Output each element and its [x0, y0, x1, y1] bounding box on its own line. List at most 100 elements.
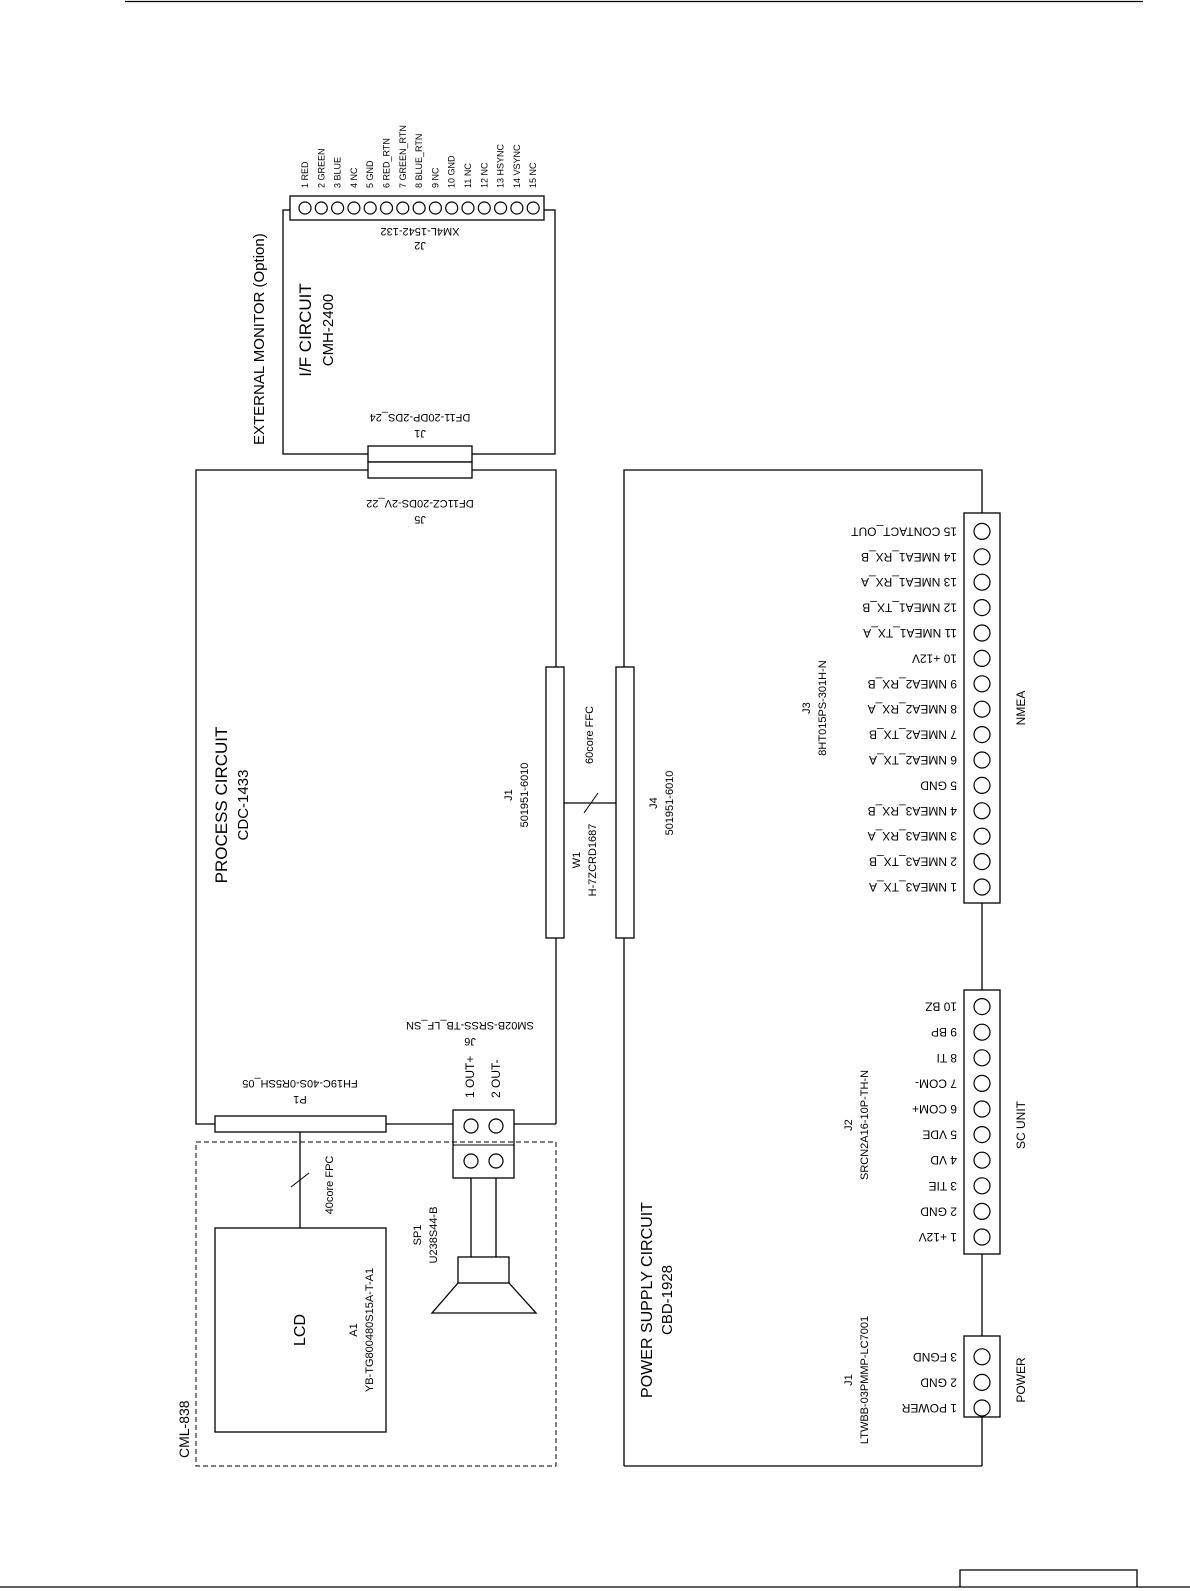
- cable-w1: 60core FFC W1 H-7ZCRD1687: [564, 706, 616, 896]
- if-j2-pin: [428, 201, 442, 215]
- if-j1-part: DF11-20DP-2DS_24: [370, 411, 471, 423]
- j1-pin-label: 1 POWER: [901, 1401, 957, 1415]
- power-j1-part: LTWBB-03PMMP-LC7001: [859, 1316, 871, 1444]
- power-j1-label: POWER: [1014, 1357, 1028, 1403]
- j2-pin-label: 7 COM-: [915, 1076, 957, 1090]
- power-supply-block: J4 501951-6010 POWER SUPPLY CIRCUIT CBD-…: [615, 469, 1028, 1467]
- if-j2-pin-label: 3 BLUE: [333, 157, 343, 188]
- if-j2-pin: [379, 201, 394, 215]
- j3-pin-labels: 1 NMEA3_TX_A2 NMEA3_TX_B3 NMEA3_RX_A4 NM…: [851, 524, 957, 894]
- j2-pin-label: 9 BP: [931, 1025, 957, 1039]
- j3-pin-label: 13 NMEA1_RX_A: [861, 575, 957, 589]
- power-j3-ref: J3: [801, 702, 813, 714]
- if-j1-connector: [367, 445, 473, 463]
- if-j2-pin-label: 1 RED: [300, 161, 310, 188]
- j2-pin: [973, 1100, 991, 1118]
- j1-pin: [973, 1348, 991, 1366]
- if-j2-pin: [396, 201, 410, 215]
- w1-ref: W1: [571, 852, 583, 869]
- j2-pin: [973, 1177, 991, 1195]
- j3-pin: [973, 649, 991, 668]
- process-j5-ref: J5: [414, 513, 426, 525]
- lcd-label: LCD: [292, 1314, 309, 1346]
- power-j4-connector: [615, 666, 635, 939]
- if-j2-pin-label: 13 HSYNC: [496, 143, 506, 188]
- process-board-outline-left: [195, 469, 368, 1125]
- j6-pin-1: [463, 1118, 479, 1134]
- power-j2-part: SRCN2A16-10P-TH-N: [859, 1070, 871, 1180]
- if-j2-pin-label: 6 RED_RTN: [382, 138, 392, 188]
- speaker-part: U238S44-B: [428, 1207, 440, 1264]
- if-j2-pin: [510, 201, 524, 215]
- process-j1-connector: [545, 666, 565, 939]
- j3-pin-label: 3 NMEA3_RX_A: [868, 829, 957, 843]
- j3-pin-label: 6 NMEA2_TX_A: [869, 753, 957, 767]
- process-p1-connector: [214, 1115, 387, 1133]
- if-j2-pin: [494, 201, 508, 215]
- j3-pin-label: 2 NMEA3_TX_B: [869, 855, 957, 869]
- process-j5-part: DF11CZ-20DS-2V_22: [366, 497, 473, 509]
- process-board-name: PROCESS CIRCUIT: [212, 727, 231, 884]
- process-p1-part: FH19C-40S-0R5SH_05: [242, 1077, 358, 1089]
- if-j1-ref: J1: [414, 427, 426, 439]
- if-j2-pins: [298, 201, 540, 215]
- power-j2-ref: J2: [843, 1119, 855, 1131]
- j2-pin-label: 5 VDE: [922, 1128, 957, 1142]
- process-j1-part: 501951-6010: [519, 763, 531, 828]
- j3-pin-label: 12 NMEA1_TX_B: [862, 601, 957, 615]
- speaker-ref: SP1: [412, 1225, 424, 1246]
- power-j2-label: SC UNIT: [1014, 1100, 1028, 1149]
- j3-pin: [973, 802, 991, 820]
- if-j2-pin-label: 7 GREEN_RTN: [398, 125, 408, 188]
- if-j2-pin-label: 5 GND: [365, 160, 375, 188]
- j3-pins: [973, 522, 991, 896]
- if-j2-pin: [526, 201, 540, 215]
- process-p1-ref: P1: [293, 1093, 306, 1105]
- j1-pin: [973, 1399, 991, 1417]
- lcd-box: [214, 1227, 387, 1433]
- j3-pin-label: 4 NMEA3_RX_B: [868, 804, 957, 818]
- power-j3-label: NMEA: [1014, 691, 1028, 726]
- process-board-code: CDC-1433: [235, 770, 252, 841]
- if-j2-part: XM4L-1542-132: [381, 225, 460, 237]
- if-j2-pin: [347, 201, 361, 215]
- if-j2-pin-label: 15 NC: [528, 162, 538, 188]
- cml-838-outline: [195, 1141, 557, 1467]
- j1-pin-label: 3 FGND: [913, 1350, 957, 1364]
- power-board-name: POWER SUPPLY CIRCUIT: [639, 1202, 656, 1398]
- power-j4-ref: J4: [648, 797, 660, 809]
- process-j6-pin1: 1 OUT+: [463, 1056, 477, 1098]
- if-board-name: I/F CIRCUIT: [296, 283, 315, 377]
- speaker-cone: [430, 1282, 538, 1314]
- process-j6-connector: [452, 1109, 515, 1179]
- ext-monitor-title: EXTERNAL MONITOR (Option): [251, 233, 268, 445]
- j2-pin-label: 4 VD: [930, 1153, 957, 1167]
- j3-pin-label: 7 NMEA2_TX_B: [869, 728, 957, 742]
- if-j2-pin: [412, 201, 426, 215]
- process-board-outline-top: [472, 469, 557, 667]
- if-j2-pin: [461, 201, 475, 215]
- j3-pin-label: 14 NMEA1_RX_B: [861, 550, 957, 564]
- j3-pin-label: 15 CONTACT_OUT: [851, 524, 957, 538]
- j2-pin: [973, 1151, 991, 1169]
- j3-pin: [973, 675, 991, 693]
- process-j1-ref: J1: [503, 789, 515, 801]
- j2-pin: [973, 1049, 991, 1067]
- j2-pin-label: 2 GND: [920, 1204, 957, 1218]
- process-j6-part: SM02B-SRSS-TB_LF_SN: [406, 1019, 534, 1031]
- if-j2-pin-label: 9 NC: [430, 167, 440, 188]
- process-j6-ref: J6: [464, 1035, 476, 1047]
- j2-pin-label: 6 COM+: [912, 1102, 957, 1116]
- if-j2-ref: J2: [414, 239, 426, 251]
- j2-pin: [973, 997, 991, 1016]
- j3-pin: [973, 776, 991, 795]
- j2-pins: [973, 997, 991, 1246]
- j3-pin: [973, 751, 991, 769]
- j3-pin: [973, 598, 991, 617]
- cml-838-block: CML-838 40core FPC LCD A1 YB-TG800480S15…: [176, 1132, 557, 1467]
- if-j2-pin: [331, 201, 345, 215]
- j2-pin: [973, 1074, 991, 1093]
- j3-pin: [973, 624, 991, 642]
- j3-pin: [973, 522, 991, 541]
